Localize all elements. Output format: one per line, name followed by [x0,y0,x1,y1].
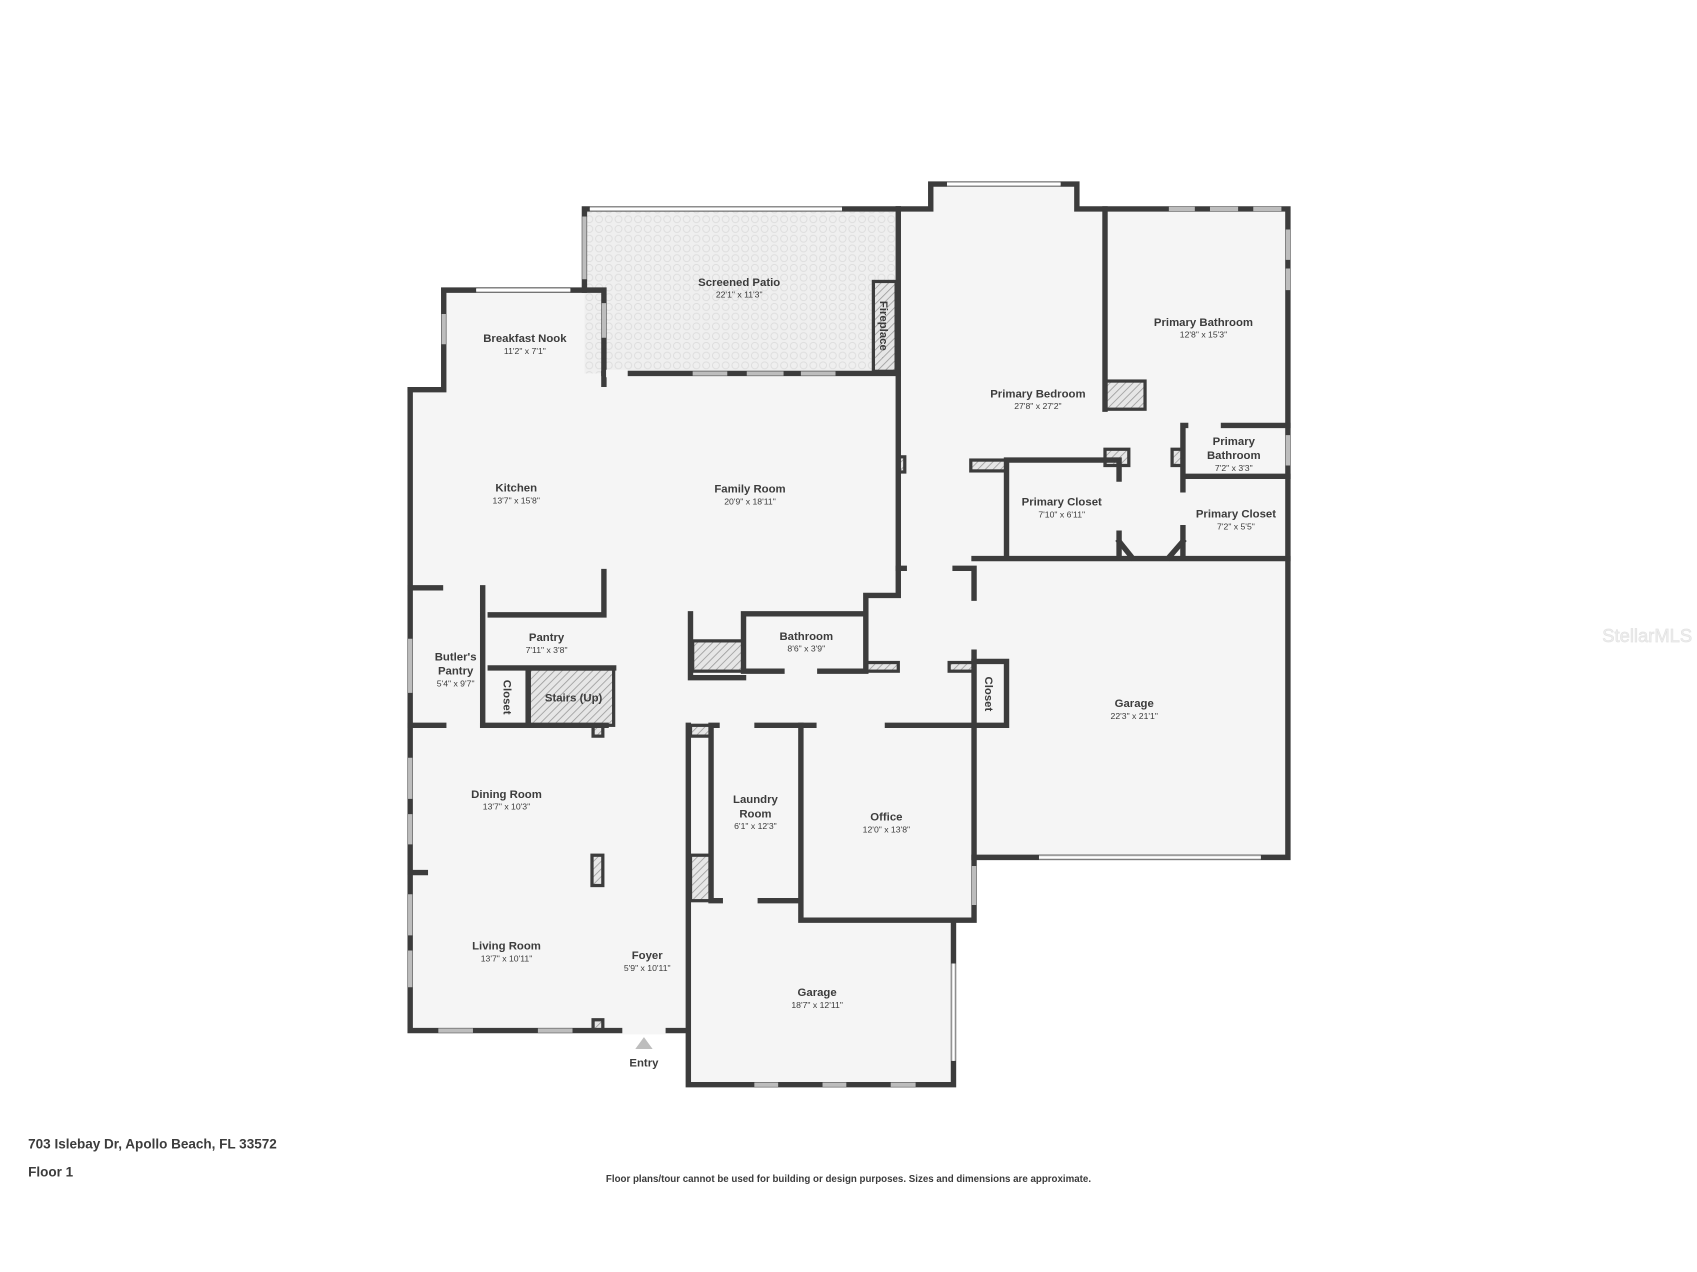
disclaimer: Floor plans/tour cannot be used for buil… [606,1174,1091,1185]
room-labels: Screened Patio 22'1" x 11'3" Breakfast N… [435,277,1277,1070]
screened-patio-floor [584,208,899,374]
room-dims: 7'11" x 3'8" [526,645,568,655]
room-name: Closet [982,677,994,712]
room-name: Butler's [435,651,477,663]
room-dims: 5'9" x 10'11" [624,963,671,973]
room-dims: 12'8" x 15'3" [1180,330,1227,340]
address: 703 Islebay Dr, Apollo Beach, FL 33572 [28,1137,277,1152]
room-dims: 13'7" x 15'8" [493,495,540,505]
room-dims: 22'3" x 21'1" [1111,711,1158,721]
room-dims: 27'8" x 27'2" [1014,401,1061,411]
room-name: Family Room [714,484,785,496]
room-dims: 12'0" x 13'8" [863,824,910,834]
windows [408,181,1291,1087]
watermark-logo: StellarMLS [1602,625,1692,646]
room-name: Primary Bedroom [990,388,1085,400]
column [590,853,605,888]
room-name: Living Room [472,940,541,952]
room-dims: 7'2" x 3'3" [1215,463,1253,473]
room-dims: 11'2" x 7'1" [504,346,546,356]
room-dims: 20'9" x 18'11" [724,496,776,506]
room-name: Screened Patio [698,277,780,289]
room-name: Laundry [733,794,778,806]
room-name: Fireplace [877,301,889,351]
room-name: Primary [1213,436,1256,448]
room-dims: 7'10" x 6'11" [1038,509,1085,519]
entry-arrow-icon [635,1037,653,1049]
room-name: Primary Closet [1196,508,1276,520]
room-name: Kitchen [495,482,537,494]
room-name: Room [739,808,771,820]
room-name: Garage [1115,698,1154,710]
floor-fill [410,184,1288,1085]
room-name: Pantry [438,665,474,677]
room-dims: 13'7" x 10'3" [483,802,530,812]
room-name: Bathroom [779,631,833,643]
room-name: Bathroom [1207,450,1261,462]
room-dims: 13'7" x 10'11" [481,953,533,963]
room-dims: 18'7" x 12'11" [791,1000,843,1010]
entry-label: Entry [629,1057,659,1069]
hatched-fixtures [527,279,1185,1033]
room-name: Foyer [632,950,664,962]
room-name: Closet [500,680,512,715]
room-dims: 22'1" x 11'3" [716,290,763,300]
room-name: Dining Room [471,789,542,801]
room-dims: 6'1" x 12'3" [734,821,777,831]
room-dims: 8'6" x 3'9" [787,644,825,654]
room-name: Breakfast Nook [483,333,567,345]
room-name: Primary Bathroom [1154,317,1253,329]
room-dims: 7'2" x 5'5" [1217,521,1255,531]
doorways [486,369,1221,1035]
room-name: Garage [798,987,837,999]
room-name: Primary Closet [1022,497,1102,509]
room-name: Pantry [529,632,565,644]
room-name: Stairs (Up) [545,692,603,704]
room-name: Office [870,812,902,824]
room-dims: 5'4" x 9'7" [437,678,475,688]
floor-label: Floor 1 [28,1165,74,1180]
